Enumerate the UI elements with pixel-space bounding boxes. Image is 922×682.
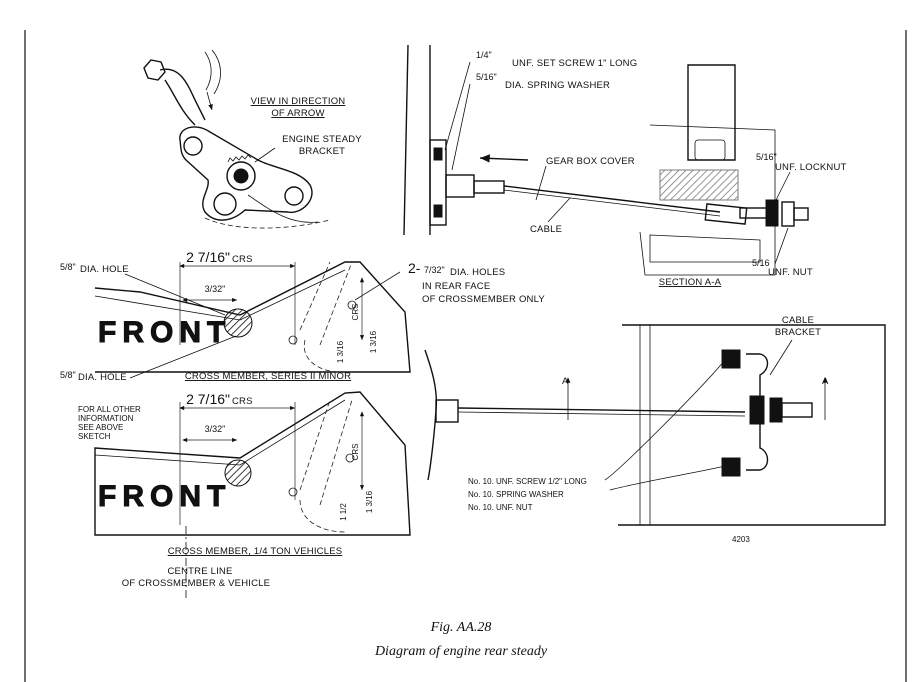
- info-note-4: SKETCH: [78, 432, 111, 441]
- vertical-crs-quarter: CRS: [351, 444, 360, 461]
- gear-box-cover-label: GEAR BOX COVER: [546, 156, 635, 167]
- figure-title: Diagram of engine rear steady: [374, 644, 548, 659]
- cable-line: [503, 185, 721, 213]
- cable-line-lower: [457, 407, 746, 413]
- drawing-number: 4203: [732, 535, 750, 544]
- adjuster-nut: [445, 174, 475, 198]
- cable-label: CABLE: [530, 224, 562, 235]
- info-note-2: INFORMATION: [78, 414, 134, 423]
- vertical-crs-top: CRS: [351, 304, 360, 321]
- crossmember-face: [618, 324, 886, 526]
- centre-line-1: CENTRE LINE: [167, 566, 232, 577]
- dim-b-top: 1 3/16: [369, 330, 378, 353]
- gear-box-cover-outline: [639, 124, 776, 276]
- small-hole-top: [288, 335, 298, 345]
- locknut-label: UNF. LOCKNUT: [775, 162, 847, 173]
- quarter-ton-title: CROSS MEMBER, 1/4 TON VEHICLES: [168, 546, 343, 557]
- locknut-frac: 5/16": [756, 152, 777, 162]
- engine-steady-label-2: BRACKET: [299, 146, 345, 157]
- dia-hole-quarter-shape: [224, 459, 252, 487]
- hex-nut-shape: [143, 59, 166, 81]
- centres-frac-quarter: 2 7/16": [186, 391, 230, 407]
- direction-arrow: [479, 154, 529, 163]
- small-hole-bottom: [347, 300, 357, 310]
- nut-shape: [781, 201, 795, 227]
- series-minor-sketch: FRONT 2 7/16" CRS 3/32" 5/8" DIA. HOLE 5…: [60, 249, 545, 383]
- spring-washer-label: DIA. SPRING WASHER: [505, 80, 610, 91]
- nut-label: UNF. NUT: [768, 267, 813, 278]
- crossmember-quarter-outline: [94, 391, 411, 536]
- dim-a-quarter: 1 1/2: [339, 503, 348, 521]
- dia-hole-top-label: DIA. HOLE: [80, 264, 129, 275]
- centres-label-quarter: CRS: [232, 396, 253, 407]
- dim-a-top: 1 3/16: [336, 340, 345, 363]
- washer-label: No. 10. SPRING WASHER: [468, 490, 564, 499]
- front-stencil-2: FRONT: [98, 480, 231, 513]
- quarter-ton-sketch: FRONT 2 7/16" CRS 3/32" FOR ALL OTHER IN…: [78, 391, 411, 600]
- dia-hole-top-frac: 5/8": [60, 262, 76, 272]
- bracket-hole-right: [284, 186, 304, 206]
- cable-bracket-label-1: CABLE: [782, 315, 814, 326]
- series-minor-title: CROSS MEMBER, SERIES II MINOR: [185, 371, 351, 382]
- bushing-core: [233, 168, 249, 184]
- engine-steady-label-1: ENGINE STEADY: [282, 134, 362, 145]
- view-arrow-title-1: VIEW IN DIRECTION: [251, 96, 346, 107]
- view-direction-sketch: VIEW IN DIRECTION OF ARROW ENGINE STEADY…: [143, 49, 362, 229]
- cable-ferrule: [704, 203, 748, 225]
- holes-note-frac: 7/32": [424, 265, 445, 275]
- section-aa-title: SECTION A-A: [659, 277, 722, 288]
- offset-top: 3/32": [205, 284, 226, 294]
- spring-washer-frac: 5/16": [476, 72, 497, 82]
- offset-quarter: 3/32": [205, 424, 226, 434]
- info-note-1: FOR ALL OTHER: [78, 405, 141, 414]
- dim-b-quarter: 1 3/16: [365, 490, 374, 513]
- holes-note-1: DIA. HOLES: [450, 267, 505, 278]
- dia-hole-bottom-frac: 5/8": [60, 370, 76, 380]
- holes-note-2: IN REAR FACE: [422, 281, 490, 292]
- bracket-hole-left: [183, 136, 203, 156]
- nut-label-lower: No. 10. UNF. NUT: [468, 503, 533, 512]
- locknut-shape: [765, 199, 779, 227]
- section-mark-right: A: [822, 376, 829, 387]
- section-mark-left: A: [562, 376, 569, 387]
- crossmember-outline: [94, 261, 411, 373]
- nut-frac: 5/16: [752, 258, 770, 268]
- engine-steady-bracket-shape: [179, 126, 313, 221]
- bushing-outer: [226, 161, 256, 191]
- centres-label-top: CRS: [232, 254, 253, 265]
- set-screw-label: UNF. SET SCREW 1" LONG: [512, 58, 637, 69]
- figure-label: Fig. AA.28: [430, 620, 492, 635]
- bracket-hole-lower: [213, 192, 237, 216]
- holes-note-3: OF CROSSMEMBER ONLY: [422, 294, 545, 305]
- screw-label: No. 10. UNF. SCREW 1/2" LONG: [468, 477, 587, 486]
- holes-note-prefix: 2-: [408, 260, 421, 276]
- centre-line-2: OF CROSSMEMBER & VEHICLE: [122, 578, 270, 589]
- cable-bracket-sketch: A A CABLE BRACKET No. 10. UNF. SCREW 1/2…: [424, 315, 886, 544]
- section-aa-sketch: 1/4" UNF. SET SCREW 1" LONG 5/16" DIA. S…: [403, 44, 847, 288]
- dia-hole-top-shape: [223, 308, 253, 338]
- dia-hole-bottom-label: DIA. HOLE: [78, 372, 127, 383]
- set-screw-frac: 1/4": [476, 50, 492, 60]
- cable-bracket-label-2: BRACKET: [775, 327, 821, 338]
- view-arrow-title-2: OF ARROW: [271, 108, 324, 119]
- centres-frac-top: 2 7/16": [186, 249, 230, 265]
- front-stencil: FRONT: [98, 316, 231, 349]
- info-note-3: SEE ABOVE: [78, 423, 123, 432]
